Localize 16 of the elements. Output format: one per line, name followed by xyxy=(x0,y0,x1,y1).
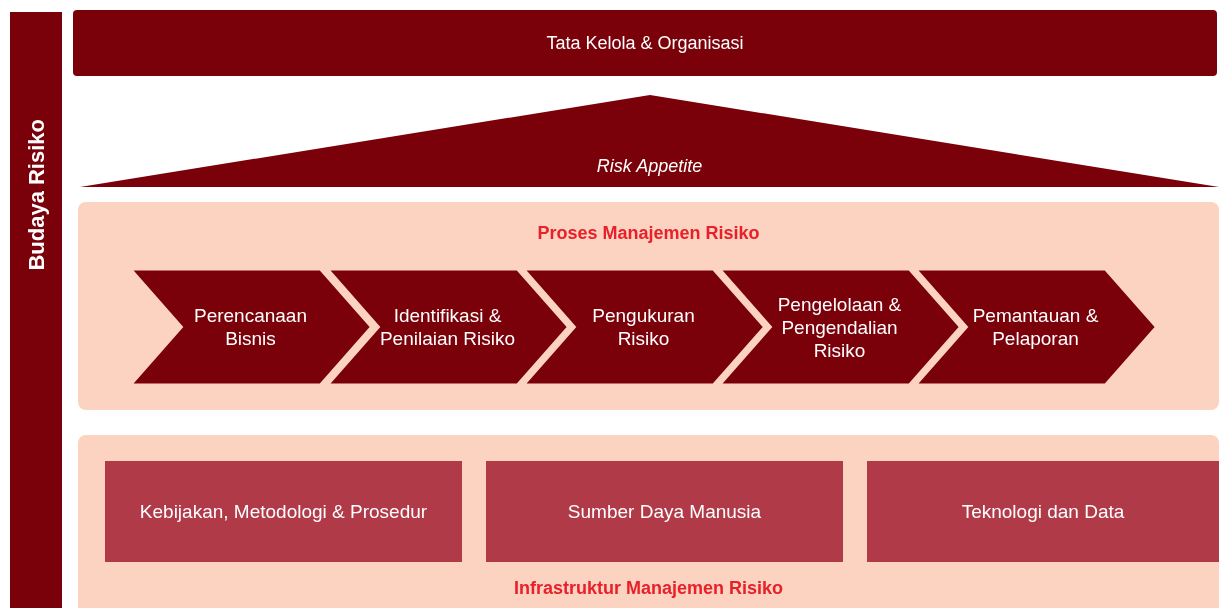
component-box: Sumber Daya Manusia xyxy=(486,461,843,562)
step-label: Identifikasi & Penilaian Risiko xyxy=(379,304,516,350)
panel-title: Proses Manajemen Risiko xyxy=(536,222,761,245)
component-box: Kebijakan, Metodologi & Prosedur xyxy=(105,461,462,562)
component-box: Teknologi dan Data xyxy=(867,461,1219,562)
step-label: Pengukuran Risiko xyxy=(591,304,696,350)
panel xyxy=(78,435,1219,608)
step-label: Pengelolaan & Pengendalian Risiko xyxy=(776,292,903,362)
side-bar xyxy=(10,12,62,608)
roof-label: Risk Appetite xyxy=(595,155,704,178)
panel xyxy=(78,202,1219,410)
vertical-label: Budaya Risiko xyxy=(24,119,48,271)
step-label: Pemantauan & Pelaporan xyxy=(971,304,1100,350)
panel-title: Infrastruktur Manajemen Risiko xyxy=(512,577,785,600)
step-label: Perencanaan Bisnis xyxy=(192,304,308,350)
header-band: Tata Kelola & Organisasi xyxy=(73,10,1217,76)
